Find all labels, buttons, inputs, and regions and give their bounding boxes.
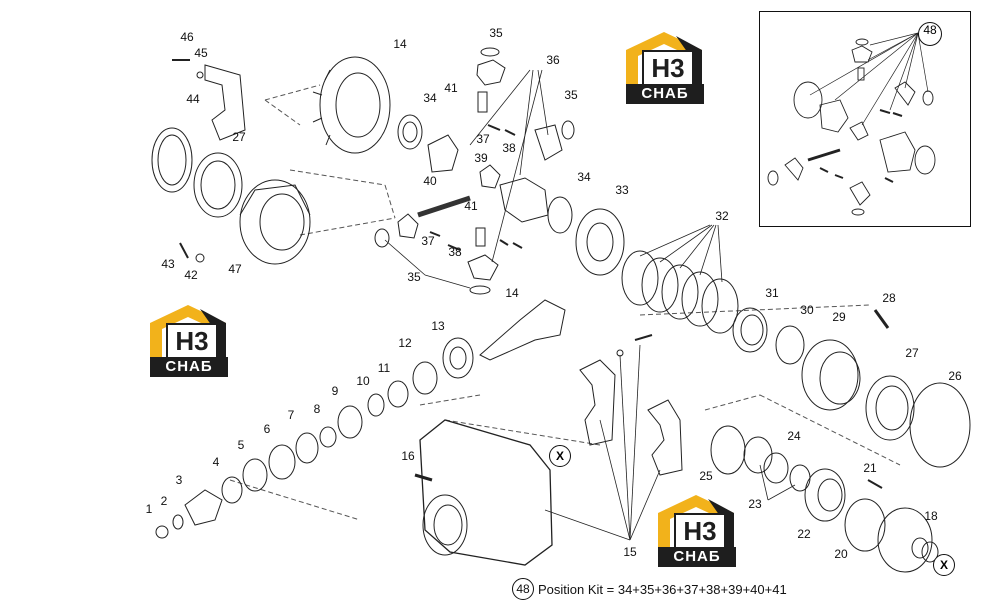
part-label: 40 [423, 174, 437, 188]
brand-logo-text: H3 [166, 323, 218, 359]
part-label: 34 [423, 91, 437, 105]
part-label: 37 [476, 132, 490, 146]
part-label: 38 [448, 245, 462, 259]
part-label: 27 [232, 130, 246, 144]
brand-logo-text: H3 [674, 513, 726, 549]
part-label: 14 [505, 286, 519, 300]
part-label: 41 [464, 199, 478, 213]
kit-inset-frame [759, 11, 971, 227]
part-label: 31 [765, 286, 779, 300]
part-label: 24 [787, 429, 801, 443]
kit-text: Position Kit = 34+35+36+37+38+39+40+41 [538, 581, 787, 597]
part-label: 45 [194, 46, 208, 60]
part-label: 15 [623, 545, 637, 559]
brand-logo-text: H3 [642, 50, 694, 86]
part-label: 43 [161, 257, 175, 271]
part-label: 8 [313, 402, 321, 416]
brand-logo: H3 СНАБ [656, 495, 740, 571]
part-label: 22 [797, 527, 811, 541]
part-label: 13 [431, 319, 445, 333]
brand-logo: H3 СНАБ [148, 305, 232, 381]
part-label: 11 [377, 361, 391, 375]
part-label: 7 [287, 408, 295, 422]
part-label: 9 [331, 384, 339, 398]
part-label: 29 [832, 310, 846, 324]
inset-kit-number: 48 [918, 22, 942, 46]
brand-logo: H3 СНАБ [624, 32, 708, 108]
part-label: 20 [834, 547, 848, 561]
brand-logo-plate: СНАБ [150, 357, 228, 377]
brand-logo-plate: СНАБ [626, 84, 704, 104]
part-label: 34 [577, 170, 591, 184]
part-label: 10 [356, 374, 370, 388]
brand-logo-plate: СНАБ [658, 547, 736, 567]
part-label: 39 [474, 151, 488, 165]
part-label: 12 [398, 336, 412, 350]
part-label: 27 [905, 346, 919, 360]
part-label: 46 [180, 30, 194, 44]
part-label: 21 [863, 461, 877, 475]
part-label: 26 [948, 369, 962, 383]
kit-number: 48 [512, 578, 534, 600]
part-label: 37 [421, 234, 435, 248]
part-label: 1 [145, 502, 153, 516]
part-label: 4 [212, 455, 220, 469]
part-label: 47 [228, 262, 242, 276]
part-label: 32 [715, 209, 729, 223]
position-kit-legend: 48 Position Kit = 34+35+36+37+38+39+40+4… [512, 578, 787, 600]
x-marker: X [549, 445, 571, 467]
part-label: 23 [748, 497, 762, 511]
part-label: 5 [237, 438, 245, 452]
part-label: 30 [800, 303, 814, 317]
part-label: 36 [546, 53, 560, 67]
part-label: 33 [615, 183, 629, 197]
part-label: 14 [393, 37, 407, 51]
part-label: 3 [175, 473, 183, 487]
part-label: 28 [882, 291, 896, 305]
part-label: 25 [699, 469, 713, 483]
part-label: 35 [564, 88, 578, 102]
part-label: 2 [160, 494, 168, 508]
part-label: 41 [444, 81, 458, 95]
part-label: 44 [186, 92, 200, 106]
x-marker: X [933, 554, 955, 576]
part-label: 35 [489, 26, 503, 40]
part-label: 6 [263, 422, 271, 436]
part-label: 16 [401, 449, 415, 463]
part-label: 18 [924, 509, 938, 523]
part-label: 42 [184, 268, 198, 282]
part-label: 38 [502, 141, 516, 155]
part-label: 35 [407, 270, 421, 284]
